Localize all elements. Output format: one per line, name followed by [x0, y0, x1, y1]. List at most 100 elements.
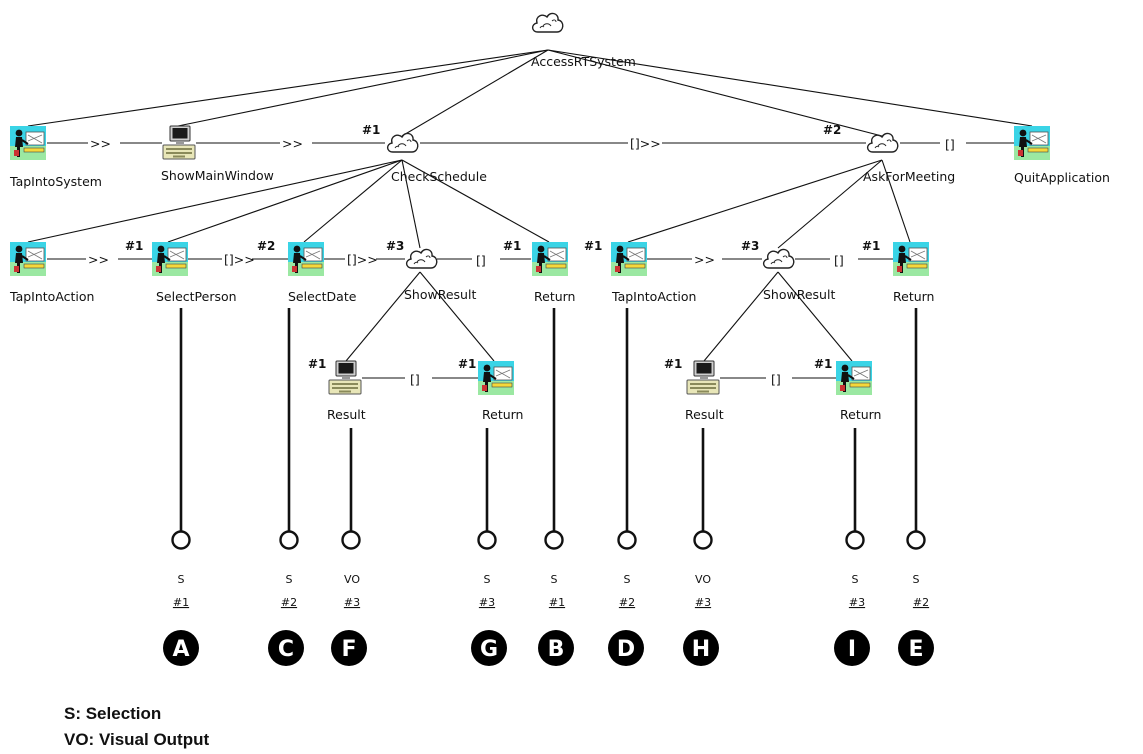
interaction-number: #3 [479, 596, 495, 609]
task-label-show-main-window: ShowMainWindow [161, 168, 274, 183]
interaction-number: #3 [695, 596, 711, 609]
interaction-endpoint [341, 530, 361, 550]
user-interaction-icon [1014, 126, 1050, 160]
operator-choice: [] [834, 253, 844, 268]
interaction-badge-letter: G [480, 637, 498, 662]
task-label-show-result: ShowResult [763, 287, 835, 302]
sequence-number: #1 [308, 357, 326, 371]
task-label-show-result: ShowResult [404, 287, 476, 302]
sequence-number: #1 [584, 239, 602, 253]
interaction-badge-letter: E [908, 637, 923, 662]
operator-choice: [] [945, 137, 955, 152]
sequence-number: #3 [741, 239, 759, 253]
interaction-badge-letter: C [278, 637, 294, 662]
interaction-type: S [286, 573, 293, 586]
interaction-endpoint [906, 530, 926, 550]
cloud-icon [405, 248, 438, 269]
interaction-badge-letter: D [617, 637, 635, 662]
sequence-number: #3 [386, 239, 404, 253]
interaction-badge [268, 630, 304, 666]
computer-icon [686, 360, 720, 395]
user-interaction-icon [10, 242, 46, 276]
cloud-icon [866, 132, 899, 153]
task-label-return: Return [534, 289, 575, 304]
stems [179, 308, 918, 532]
task-icons [10, 12, 1050, 395]
interaction-type: VO [344, 573, 360, 586]
interaction-type: VO [695, 573, 711, 586]
sequence-number: #1 [503, 239, 521, 253]
operator-choice: [] [771, 372, 781, 387]
sequence-number: #2 [257, 239, 275, 253]
user-interaction-icon [10, 126, 46, 160]
interaction-badge-letter: I [848, 637, 856, 662]
task-label-return: Return [840, 407, 881, 422]
user-interaction-icon [532, 242, 568, 276]
computer-icon [328, 360, 362, 395]
interaction-endpoint [845, 530, 865, 550]
computer-icon [162, 125, 196, 160]
interaction-type: S [178, 573, 185, 586]
operator-lines [47, 142, 1014, 379]
task-label-select-person: SelectPerson [156, 289, 237, 304]
sequence-numbers: #1 #2 #1 #2 #3 #1 #1 #3 #1 #1 #1 #1 #1 [125, 123, 880, 371]
interaction-endpoint [171, 530, 191, 550]
operator-choice: [] [476, 253, 486, 268]
temporal-operators: >> >> []>> [] >> []>> []>> [] >> [] [] [… [88, 136, 955, 387]
interaction-badge [163, 630, 199, 666]
operator-choice: [] [410, 372, 420, 387]
task-label-tap-into-action: TapIntoAction [611, 289, 696, 304]
interaction-badge [331, 630, 367, 666]
interaction-endpoint [544, 530, 564, 550]
operator-enabling: >> [282, 136, 303, 151]
cloud-icon [386, 132, 419, 153]
user-interaction-icon [836, 361, 872, 395]
interaction-type: S [624, 573, 631, 586]
interaction-badge-letter: B [548, 637, 565, 662]
cloud-icon [762, 248, 795, 269]
interaction-badge [834, 630, 870, 666]
interaction-badge-letter: F [341, 637, 356, 662]
task-label-quit-application: QuitApplication [1014, 170, 1110, 185]
interaction-number: #3 [849, 596, 865, 609]
operator-enabling-with-info: []>> [630, 136, 661, 151]
user-interaction-icon [152, 242, 188, 276]
interaction-number: #2 [619, 596, 635, 609]
sequence-number: #1 [458, 357, 476, 371]
interaction-badge [683, 630, 719, 666]
interaction-endpoint [617, 530, 637, 550]
interaction-badge [471, 630, 507, 666]
interaction-type: S [551, 573, 558, 586]
tree-edges [27, 49, 1033, 362]
sequence-number: #1 [862, 239, 880, 253]
interaction-type: S [852, 573, 859, 586]
interaction-endpoint [477, 530, 497, 550]
task-label-check-schedule: CheckSchedule [391, 169, 487, 184]
user-interaction-icon [611, 242, 647, 276]
interaction-number: #1 [173, 596, 189, 609]
interaction-endpoint [279, 530, 299, 550]
task-label-return: Return [893, 289, 934, 304]
user-interaction-icon [478, 361, 514, 395]
task-labels: AccessRTSystem TapIntoSystem ShowMainWin… [9, 54, 1110, 422]
operator-enabling-with-info: []>> [224, 252, 255, 267]
task-label-tap-into-action: TapIntoAction [9, 289, 94, 304]
operator-enabling: >> [88, 252, 109, 267]
interaction-points: S #1 A S #2 C VO #3 F S #3 G S #1 B S #2… [163, 530, 934, 666]
sequence-number: #1 [814, 357, 832, 371]
legend: S: Selection VO: Visual Output [64, 701, 209, 753]
operator-enabling: >> [90, 136, 111, 151]
interaction-badge-letter: A [172, 637, 189, 662]
interaction-badge [538, 630, 574, 666]
task-label-return: Return [482, 407, 523, 422]
interaction-number: #1 [549, 596, 565, 609]
user-interaction-icon [893, 242, 929, 276]
interaction-type: S [913, 573, 920, 586]
interaction-number: #3 [344, 596, 360, 609]
sequence-number: #1 [362, 123, 380, 137]
operator-enabling: >> [694, 252, 715, 267]
task-label-access-rt-system: AccessRTSystem [531, 54, 636, 69]
sequence-number: #2 [823, 123, 841, 137]
sequence-number: #1 [125, 239, 143, 253]
interaction-badge [608, 630, 644, 666]
